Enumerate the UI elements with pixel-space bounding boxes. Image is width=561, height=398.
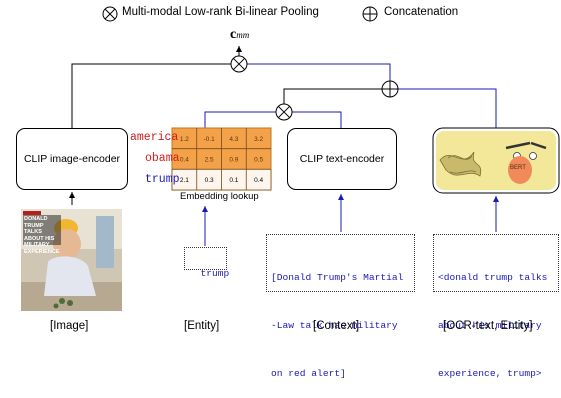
clip-text-encoder-label: CLIP text-encoder <box>299 153 385 165</box>
embedding-cell: 0.3 <box>205 177 214 184</box>
legend-concat-label: Concatenation <box>384 6 459 18</box>
small-bilinear-pool-icon <box>275 103 293 121</box>
context-line: on red alert] <box>271 368 346 379</box>
output-symbol: cmm <box>230 27 249 43</box>
embedding-caption: Embedding lookup <box>180 191 259 202</box>
embedding-cell: 0.4 <box>254 177 263 184</box>
clip-image-encoder: CLIP image-encoder <box>16 128 128 190</box>
bottom-label-image: [Image] <box>50 320 89 332</box>
bert-label: BERT <box>510 165 526 171</box>
ocr-line: experience, trump> <box>438 368 542 379</box>
embedding-cell: 2.1 <box>180 177 189 184</box>
legend-mlb-label: Multi-modal Low-rank Bi-linear Pooling <box>122 6 319 18</box>
embedding-word-america: america <box>130 131 179 144</box>
bottom-label-ocr-entity: [OCR-text, Entity] <box>443 320 533 332</box>
embedding-word-trump: trump <box>145 173 180 186</box>
bottom-label-context: [Context] <box>313 320 360 332</box>
entity-input-box: trump <box>184 247 229 279</box>
context-line: [Donald Trump's Martial <box>271 272 404 283</box>
connector-small-pool-to-text-encoder <box>292 111 342 128</box>
entity-input-text: trump <box>200 268 230 279</box>
connector-image-to-top-pool <box>71 63 231 128</box>
legend-oplus-icon <box>362 6 378 22</box>
connector-concat-to-top-pool <box>247 63 391 89</box>
diagram-canvas: 1.2 -0.1 4.3 3.2 0.4 2.5 0.9 0.5 2.1 0.3 0.1 0.4 <box>21 6 560 311</box>
embedding-cell: 0.9 <box>229 157 238 164</box>
concat-node-icon <box>381 80 399 98</box>
embedding-cell: 3.2 <box>254 136 263 143</box>
bottom-label-entity: [Entity] <box>184 320 220 332</box>
output-symbol-sub: mm <box>236 30 250 40</box>
embedding-cell: 0.4 <box>180 157 189 164</box>
embedding-cell: 4.3 <box>229 136 238 143</box>
embedding-cell: 1.2 <box>180 136 189 143</box>
clip-image-encoder-label: CLIP image-encoder <box>23 153 121 165</box>
embedding-cell: 2.5 <box>205 157 214 164</box>
output-symbol-main: c <box>230 27 237 42</box>
connector-embedding-to-small-pool <box>204 111 276 128</box>
legend-otimes-icon <box>102 6 118 22</box>
ocr-line: <donald trump talks <box>438 272 548 283</box>
image-caption-text: DONALD TRUMP TALKS ABOUT HIS MILITARY EX… <box>24 216 60 255</box>
embedding-cell: 0.1 <box>229 177 238 184</box>
ocr-line: about his military <box>438 320 542 331</box>
ocr-input-box: <donald trump talks about his military e… <box>433 234 559 379</box>
embedding-word-obama: obama <box>145 152 180 165</box>
embedding-table: 1.2 -0.1 4.3 3.2 0.4 2.5 0.9 0.5 2.1 0.3 0.1 0.4 <box>171 127 272 191</box>
context-input-box: [Donald Trump's Martial -Law talk has mi… <box>266 234 415 379</box>
context-line: -Law talk has military <box>271 320 398 331</box>
embedding-cell: 0.5 <box>254 157 263 164</box>
connector-bert-to-concat <box>398 88 497 128</box>
connector-small-pool-to-concat <box>283 88 382 104</box>
clip-text-encoder: CLIP text-encoder <box>287 128 397 190</box>
input-image-thumbnail <box>21 209 122 311</box>
embedding-cell: -0.1 <box>204 136 216 143</box>
top-bilinear-pool-icon <box>230 55 248 73</box>
bert-illustration <box>432 127 560 194</box>
